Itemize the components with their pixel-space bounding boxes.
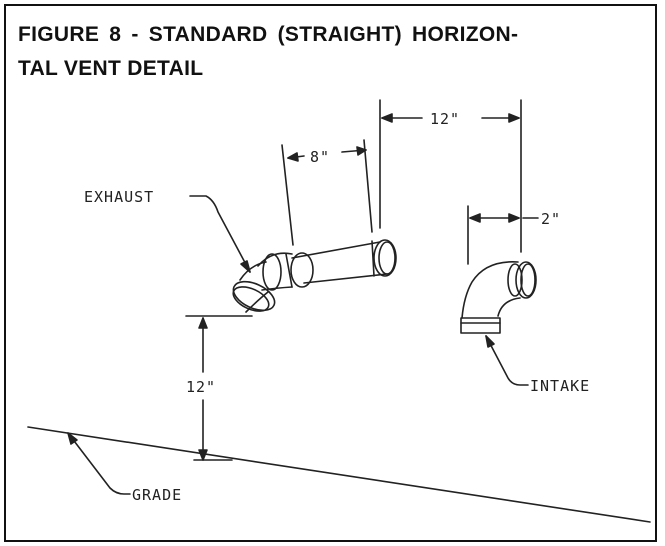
figure-title: FIGURE 8 - STANDARD (STRAIGHT) HORIZON- …: [18, 18, 643, 86]
exhaust-label: EXHAUST: [84, 188, 154, 206]
dim-height-above-grade: [185, 315, 253, 461]
intake-leader-arrow: [485, 335, 495, 348]
grade-label: GRADE: [132, 486, 182, 504]
grade-leader-arrow: [67, 432, 78, 445]
intake-label: INTAKE: [530, 377, 590, 395]
dim-exhaust-extension: [281, 139, 373, 246]
dim-intake-offset-label: 2": [541, 210, 561, 228]
dim-between-pipes: [379, 99, 522, 253]
figure-title-line2: TAL VENT DETAIL: [18, 57, 204, 80]
intake-elbow: [460, 261, 537, 334]
dim-intake-offset: [467, 205, 539, 265]
dim-exhaust-extension-label: 8": [310, 148, 330, 166]
exhaust-pipe: [285, 239, 397, 288]
figure-title-line1: FIGURE 8 - STANDARD (STRAIGHT) HORIZON-: [18, 23, 519, 46]
grade-leader: [67, 432, 131, 495]
dim-height-above-grade-label: 12": [186, 378, 216, 396]
figure-frame: [4, 4, 657, 542]
dim-between-pipes-label: 12": [430, 110, 460, 128]
exhaust-leader: [189, 195, 251, 273]
exhaust-leader-arrow: [240, 260, 251, 273]
exhaust-elbow: [232, 252, 293, 313]
grade-line: [27, 426, 651, 523]
intake-leader: [485, 335, 529, 386]
